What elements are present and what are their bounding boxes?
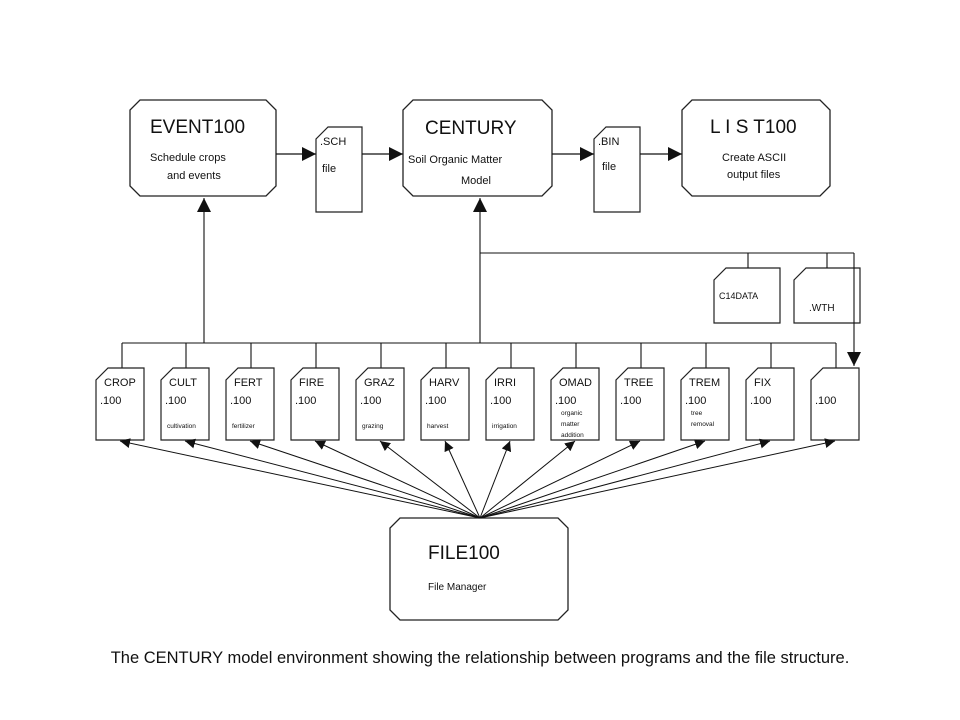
param-file-shape [615, 367, 665, 441]
file100-box: FILE100 File Manager [389, 517, 569, 621]
param-file-name: OMAD [559, 377, 592, 389]
param-file-shape [550, 367, 600, 441]
fan-arrow-irri [479, 440, 512, 519]
param-file-fix: FIX .100 [745, 367, 795, 441]
param-file-name: HARV [429, 377, 460, 389]
param-file-ext: .100 [555, 395, 576, 407]
param-file-shape [290, 367, 340, 441]
bin-file-ext: .BIN [598, 136, 619, 148]
fan-arrow-fix [479, 438, 771, 519]
sch-file-label: file [322, 163, 336, 175]
connector-bus [121, 252, 855, 368]
param-file-ext: .100 [750, 395, 771, 407]
bin-file-label: file [602, 161, 616, 173]
param-file-shape [355, 367, 405, 441]
list100-box: L I S T100 Create ASCII output files [681, 99, 831, 197]
parameter-files: CROP .100 CULT .100 cultivation FERT .100 ferti… [95, 367, 860, 441]
fan-arrow-trem [479, 439, 706, 519]
fan-arrow-cult [184, 438, 481, 519]
list100-title: L I S T100 [710, 117, 797, 138]
param-file-name: TREM [689, 377, 720, 389]
fan-arrow-crop [119, 438, 481, 519]
param-file-note: irrigation [492, 423, 517, 430]
param-file-fire: FIRE .100 [290, 367, 340, 441]
param-file-ext: .100 [490, 395, 511, 407]
list100-desc-2: output files [727, 169, 781, 181]
param-file-ext: .100 [425, 395, 446, 407]
param-file-ext: .100 [100, 395, 121, 407]
param-file-name: FIX [754, 377, 772, 389]
param-file-file-11: .100 [810, 367, 860, 441]
century-desc-1: Soil Organic Matter [408, 154, 502, 166]
param-file-ext: .100 [620, 395, 641, 407]
fan-arrow-fert [249, 439, 481, 519]
param-file-shape [225, 367, 275, 441]
param-file-crop: CROP .100 [95, 367, 145, 441]
param-file-note: harvest [427, 423, 449, 430]
param-file-omad: OMAD .100 organic matter addition [550, 367, 600, 441]
file100-title: FILE100 [428, 543, 500, 564]
param-file-name: TREE [624, 377, 653, 389]
fan-arrow-harv [444, 440, 481, 519]
param-file-name: GRAZ [364, 377, 395, 389]
fan-arrow-omad [479, 440, 576, 519]
file100-fan-arrows [119, 438, 836, 519]
param-file-note: removal [691, 421, 715, 428]
param-file-note: organic [561, 410, 583, 417]
param-file-ext: .100 [230, 395, 251, 407]
century-box: CENTURY Soil Organic Matter Model [402, 99, 553, 197]
bin-file: .BIN file [593, 126, 641, 213]
param-file-note: fertilizer [232, 423, 256, 430]
c14data-file: C14DATA [713, 267, 781, 324]
fan-arrow-file-11 [479, 438, 836, 519]
param-file-name: IRRI [494, 377, 516, 389]
param-file-name: FIRE [299, 377, 324, 389]
century-title: CENTURY [425, 118, 517, 139]
param-file-ext: .100 [685, 395, 706, 407]
param-file-name: FERT [234, 377, 263, 389]
fan-arrow-tree [479, 440, 641, 519]
param-file-note: tree [691, 410, 703, 417]
param-file-shape [810, 367, 860, 441]
param-file-name: CROP [104, 377, 136, 389]
param-file-ext: .100 [360, 395, 381, 407]
century-desc-2: Model [461, 175, 491, 187]
file100-desc: File Manager [428, 582, 487, 593]
param-file-harv: HARV .100 harvest [420, 367, 470, 441]
param-file-name: CULT [169, 377, 197, 389]
param-file-ext: .100 [295, 395, 316, 407]
param-file-tree: TREE .100 [615, 367, 665, 441]
param-file-note: grazing [362, 423, 384, 430]
param-file-shape [485, 367, 535, 441]
param-file-note: addition [561, 432, 584, 439]
param-file-trem: TREM .100 tree removal [680, 367, 730, 441]
param-file-shape [420, 367, 470, 441]
param-file-cult: CULT .100 cultivation [160, 367, 210, 441]
param-file-shape [745, 367, 795, 441]
param-file-note: cultivation [167, 423, 196, 430]
param-file-shape [680, 367, 730, 441]
wth-label: .WTH [809, 303, 835, 314]
fan-arrow-fire [314, 440, 481, 519]
param-file-irri: IRRI .100 irrigation [485, 367, 535, 441]
list100-desc-1: Create ASCII [722, 152, 786, 164]
c14data-label: C14DATA [719, 291, 758, 301]
param-file-ext: .100 [815, 395, 836, 407]
fan-arrow-graz [379, 440, 481, 519]
param-file-fert: FERT .100 fertilizer [225, 367, 275, 441]
wth-file: .WTH [793, 267, 861, 324]
sch-file: .SCH file [315, 126, 363, 213]
param-file-ext: .100 [165, 395, 186, 407]
figure-caption: The CENTURY model environment showing th… [110, 649, 850, 667]
param-file-graz: GRAZ .100 grazing [355, 367, 405, 441]
event100-box: EVENT100 Schedule crops and events [129, 99, 277, 197]
event100-desc-1: Schedule crops [150, 152, 226, 164]
param-file-note: matter [561, 421, 580, 428]
sch-file-ext: .SCH [320, 136, 346, 148]
event100-desc-2: and events [167, 170, 221, 182]
event100-title: EVENT100 [150, 117, 245, 138]
